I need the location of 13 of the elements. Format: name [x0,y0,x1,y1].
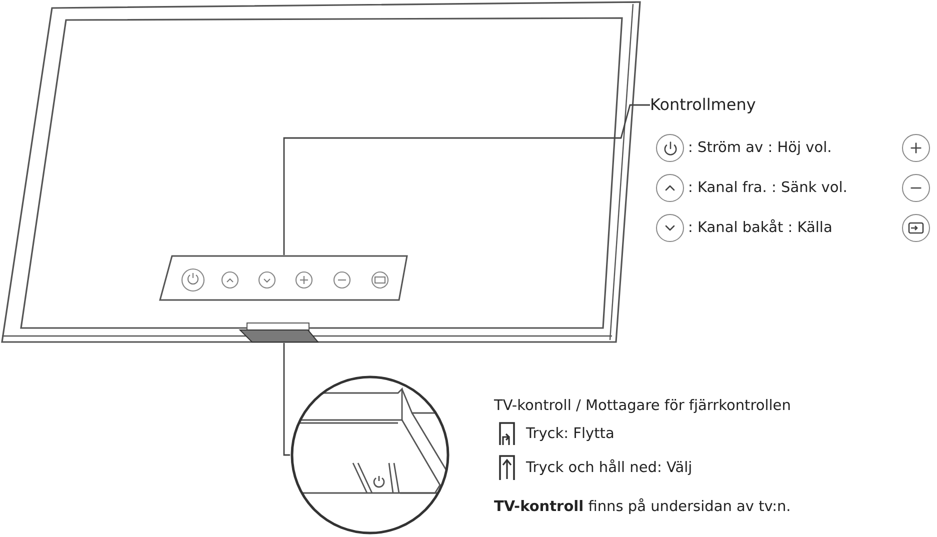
button-description: : Kanal bakåt : Källa [688,218,832,238]
button-description: : Kanal fra. : Sänk vol. [688,179,848,198]
button-description: : Ström av : Höj vol. [688,139,832,158]
leader-line [283,343,290,456]
control-panel [156,255,410,302]
instruction-text: Tryck och håll ned: Välj [526,458,692,478]
instruction-text: Tryck: Flytta [526,425,614,444]
location-note: TV-kontroll finns på undersidan av tv:n. [494,497,791,517]
controller-heading: TV-kontroll / Mottagare för fjärrkontrollen [494,397,791,416]
leader-line [283,104,650,255]
magnified-view-drawing [290,375,450,535]
controller-stick [239,321,319,343]
menu-heading: Kontrollmeny [650,94,757,116]
